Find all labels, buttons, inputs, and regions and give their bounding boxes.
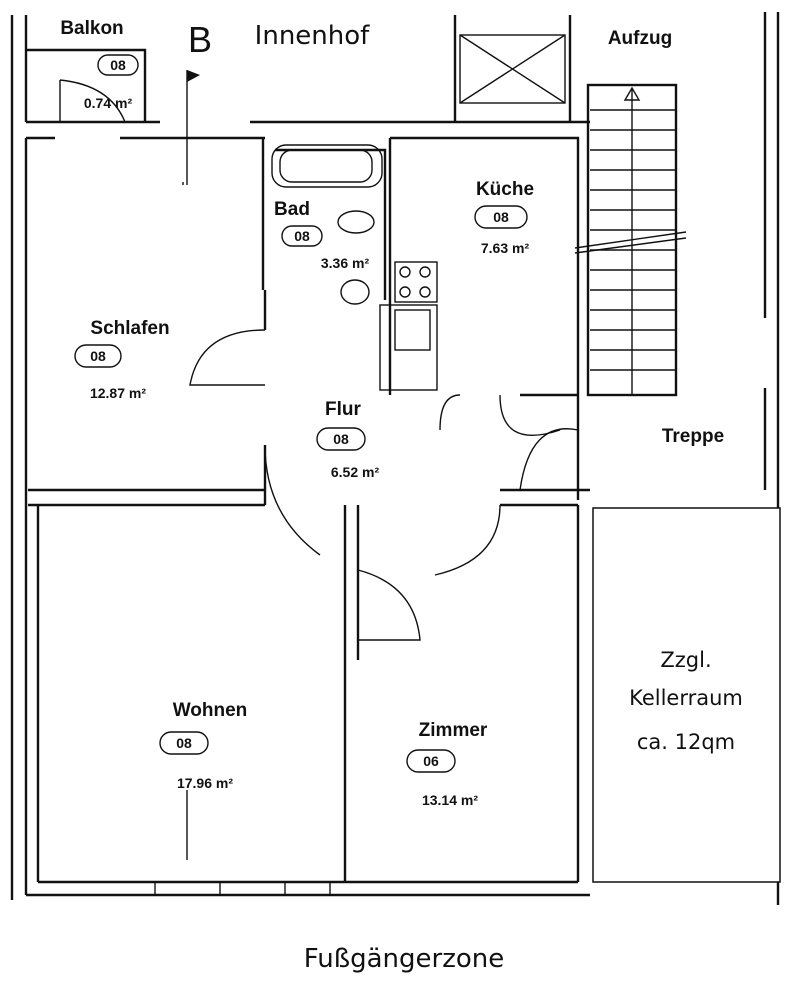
kueche-code-oval: [474, 205, 528, 229]
zimmer-area: 13.14 m²: [422, 792, 478, 808]
kueche-area: 7.63 m²: [481, 240, 530, 256]
courtyard-label: Innenhof: [255, 21, 370, 51]
flur-code-oval: [316, 427, 366, 451]
kueche-label: Küche: [476, 179, 534, 200]
bad-code-oval: [281, 225, 323, 247]
wohnen-code-oval: [159, 731, 209, 755]
balkon-code-oval: [97, 54, 139, 76]
balkon-label: Balkon: [60, 18, 123, 39]
flur-area: 6.52 m²: [331, 464, 380, 480]
kueche-code: 08: [493, 209, 509, 225]
flur-code: 08: [333, 431, 349, 447]
stair-steps: [574, 109, 687, 371]
bad-area: 3.36 m²: [321, 255, 370, 271]
cellar-line-1: Zzgl.: [660, 648, 711, 672]
street-label: Fußgängerzone: [304, 944, 505, 974]
wohnen-label: Wohnen: [173, 700, 248, 721]
zimmer-code-oval: [406, 749, 456, 773]
balkon-area: 0.74 m²: [84, 95, 133, 111]
bad-code: 08: [294, 228, 310, 244]
wohnen-area: 17.96 m²: [177, 775, 233, 791]
elevator-label: Aufzug: [608, 28, 672, 49]
schlafen-code: 08: [90, 348, 106, 364]
walls: [10, 12, 780, 905]
zimmer-label: Zimmer: [419, 720, 488, 741]
treppe-label: Treppe: [662, 426, 724, 447]
zimmer-code: 06: [423, 753, 439, 769]
wohnen-code: 08: [176, 735, 192, 751]
cellar-line-2: Kellerraum: [629, 686, 743, 710]
flur-label: Flur: [325, 399, 361, 420]
schlafen-code-oval: [74, 344, 122, 368]
schlafen-label: Schlafen: [90, 318, 169, 339]
cellar-box: [592, 507, 781, 883]
bad-label: Bad: [274, 199, 310, 220]
cellar-line-3: ca. 12qm: [637, 730, 735, 754]
section-marker: B: [188, 19, 212, 60]
balkon-code: 08: [110, 57, 126, 73]
schlafen-area: 12.87 m²: [90, 385, 146, 401]
